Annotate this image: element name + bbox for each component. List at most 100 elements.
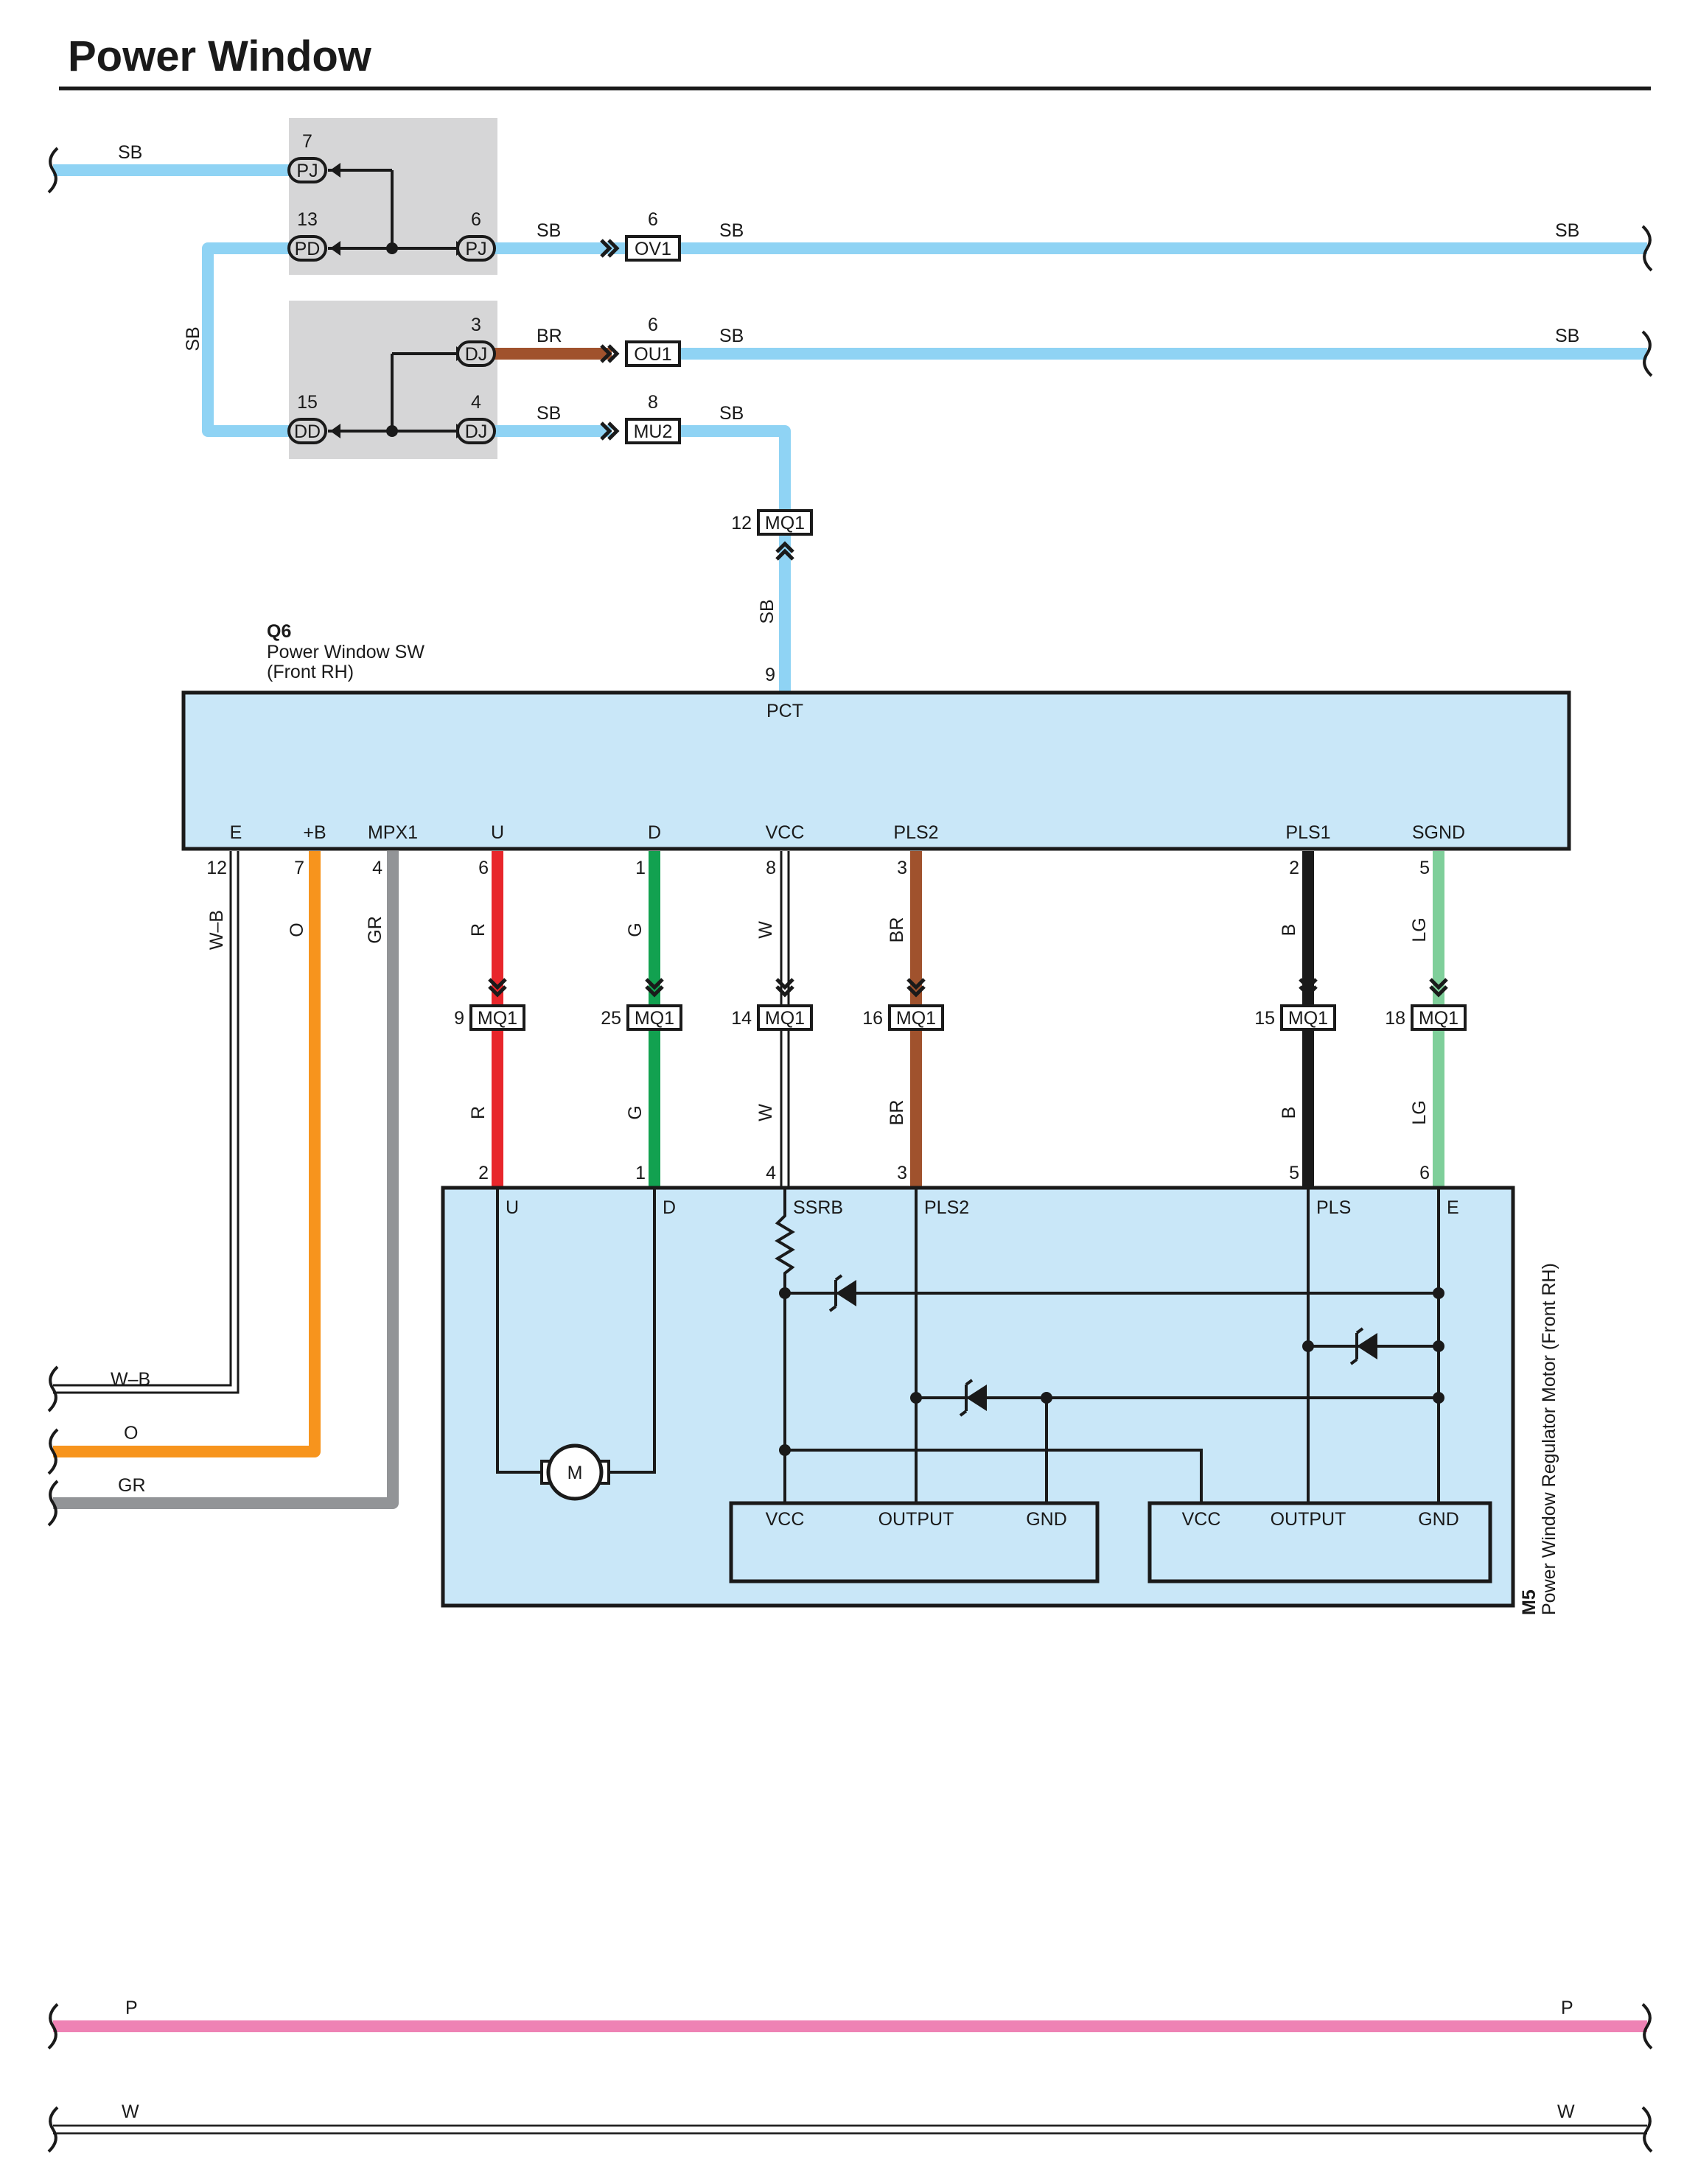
jb-connector-label-dd15: DD bbox=[294, 421, 321, 442]
motor-pin-pls: 5 bbox=[1289, 1163, 1299, 1183]
connector-mu2 bbox=[625, 418, 681, 444]
connector-mq1-12-label: MQ1 bbox=[765, 513, 805, 533]
motor-pin-ssrb: 4 bbox=[766, 1163, 776, 1183]
jb-connector-dj4 bbox=[456, 418, 496, 444]
wire-label-u: R bbox=[468, 923, 489, 937]
connector-mq1-16 bbox=[888, 1004, 944, 1031]
sensor-box-2 bbox=[1147, 1501, 1492, 1583]
motor-wire-label-e: LG bbox=[1409, 1100, 1430, 1124]
connector-mq1-14-pin: 14 bbox=[731, 1008, 752, 1029]
sensor-1-vcc: VCC bbox=[766, 1509, 805, 1530]
switch-terminal-pls2: PLS2 bbox=[893, 822, 938, 843]
jb-pin-7: 7 bbox=[302, 131, 312, 152]
wire-label-o-bus: O bbox=[124, 1423, 138, 1443]
sensor-1-output: OUTPUT bbox=[878, 1509, 954, 1530]
motor-terminal-e: E bbox=[1447, 1197, 1459, 1218]
jb-connector-label-pd13: PD bbox=[295, 239, 321, 259]
jb-connector-pj6 bbox=[456, 235, 496, 262]
motor-node-2 bbox=[1433, 1287, 1444, 1299]
wire-label-sb-pct: SB bbox=[757, 599, 778, 623]
switch-box bbox=[181, 690, 1571, 851]
connector-ou1-label: OU1 bbox=[634, 344, 671, 365]
motor-pin-u: 2 bbox=[478, 1163, 489, 1183]
wire-sb-mu2-to-pct bbox=[678, 425, 791, 693]
motor-wire-label-ssrb: W bbox=[755, 1104, 776, 1121]
wire-label-sb-in: SB bbox=[118, 142, 142, 163]
motor-node-5 bbox=[910, 1392, 922, 1404]
jb-top-splice bbox=[386, 242, 398, 254]
jb-connector-label-pj7: PJ bbox=[296, 161, 318, 181]
switch-terminal-mpx1: MPX1 bbox=[368, 822, 418, 843]
switch-pin-vcc: 8 bbox=[766, 858, 776, 878]
wire-label-b: O bbox=[287, 923, 307, 937]
motor-icon bbox=[546, 1443, 604, 1501]
jb-connector-pd13 bbox=[287, 235, 327, 262]
motor-pin-pls2: 3 bbox=[897, 1163, 907, 1183]
wire-label-wb-bus: W–B bbox=[111, 1369, 150, 1390]
motor-node-4 bbox=[1433, 1340, 1444, 1352]
switch-terminal-b: +B bbox=[303, 822, 326, 843]
jb-pin-4: 4 bbox=[471, 392, 481, 413]
motor-node-7 bbox=[1433, 1392, 1444, 1404]
switch-terminal-u: U bbox=[491, 822, 504, 843]
wire-label-pls1: B bbox=[1279, 924, 1299, 937]
motor-node-6 bbox=[1041, 1392, 1052, 1404]
wire-label-e: W–B bbox=[206, 910, 227, 950]
switch-terminal-pls1: PLS1 bbox=[1285, 822, 1330, 843]
switch-pin-d: 1 bbox=[635, 858, 646, 878]
wire-label-sb-ou1-right: SB bbox=[719, 326, 744, 346]
switch-pin-u: 6 bbox=[478, 858, 489, 878]
switch-pin-pls2: 3 bbox=[897, 858, 907, 878]
connector-mq1-15-pin: 15 bbox=[1254, 1008, 1275, 1029]
connector-mq1-12-pin: 12 bbox=[731, 513, 752, 533]
motor-wire-label-pls: B bbox=[1279, 1107, 1299, 1119]
switch-terminal-vcc: VCC bbox=[766, 822, 805, 843]
wire-label-w-left: W bbox=[122, 2101, 139, 2122]
connector-mq1-16-label: MQ1 bbox=[896, 1008, 936, 1029]
jb-bot-arrow-1 bbox=[330, 424, 340, 438]
motor-terminal-ssrb: SSRB bbox=[793, 1197, 843, 1218]
jb-connector-dj3 bbox=[456, 340, 496, 367]
motor-terminal-d: D bbox=[663, 1197, 676, 1218]
sensor-box-1 bbox=[729, 1501, 1100, 1583]
wire-sb-left-vertical bbox=[202, 242, 295, 437]
wire-label-pls2: BR bbox=[887, 917, 907, 943]
motor-node-8 bbox=[779, 1444, 791, 1456]
wire-label-sb-ou1-end: SB bbox=[1555, 326, 1579, 346]
connector-mq1-14-label: MQ1 bbox=[765, 1008, 805, 1029]
motor-name: Power Window Regulator Motor (Front RH) bbox=[1539, 1263, 1559, 1615]
jb-top-arrow-1 bbox=[330, 163, 340, 178]
jb-pin-6: 6 bbox=[471, 209, 481, 230]
connector-ou1 bbox=[625, 340, 681, 367]
connector-mq1-25-label: MQ1 bbox=[635, 1008, 674, 1029]
jb-pin-15: 15 bbox=[297, 392, 318, 413]
wire-label-sb-dj4: SB bbox=[537, 403, 561, 424]
motor-terminal-pls2: PLS2 bbox=[924, 1197, 969, 1218]
connector-ov1-label: OV1 bbox=[635, 239, 671, 259]
jb-connector-label-dj3: DJ bbox=[465, 344, 488, 365]
motor-pin-e: 6 bbox=[1419, 1163, 1430, 1183]
wire-label-p-left: P bbox=[125, 1998, 138, 2018]
jb-connector-dd15 bbox=[287, 418, 327, 444]
switch-code: Q6 bbox=[267, 621, 291, 642]
sensor-2-output: OUTPUT bbox=[1271, 1509, 1346, 1530]
sensor-1-gnd: GND bbox=[1026, 1509, 1067, 1530]
connector-mq1-15-label: MQ1 bbox=[1288, 1008, 1328, 1029]
motor-wire-label-pls2: BR bbox=[887, 1100, 907, 1126]
switch-terminal-e: E bbox=[230, 822, 242, 843]
wire-label-br-dj3: BR bbox=[537, 326, 562, 346]
motor-pin-d: 1 bbox=[635, 1163, 646, 1183]
jb-connector-label-pj6: PJ bbox=[465, 239, 486, 259]
switch-pin-pls1: 2 bbox=[1289, 858, 1299, 878]
connector-mq1-9-pin: 9 bbox=[454, 1008, 464, 1029]
motor-code: M5 bbox=[1519, 1589, 1540, 1615]
wire-label-gr-bus: GR bbox=[118, 1475, 146, 1496]
motor-node-1 bbox=[779, 1287, 791, 1299]
wire-label-mpx1: GR bbox=[365, 916, 385, 944]
motor-symbol-label: M bbox=[567, 1463, 583, 1483]
switch-terminal-d: D bbox=[648, 822, 661, 843]
wire-gr-bus bbox=[53, 851, 399, 1509]
connector-mu2-pin: 8 bbox=[648, 392, 658, 413]
motor-wire-label-d: G bbox=[625, 1105, 646, 1119]
